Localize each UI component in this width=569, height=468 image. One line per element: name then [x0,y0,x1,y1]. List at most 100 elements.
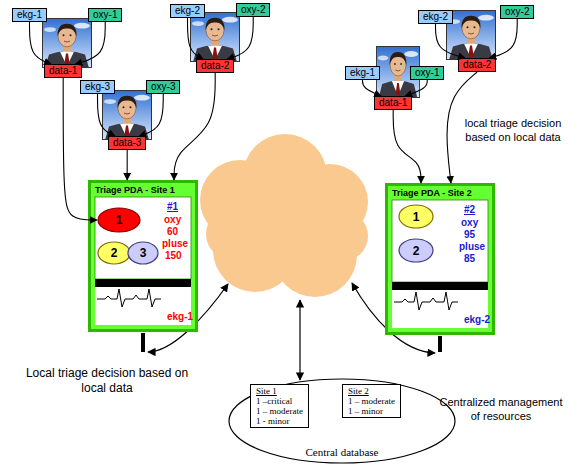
node-text: Triage PDA - Site 2 [392,188,472,198]
text-holder: #1 [167,201,178,213]
node-text: data-2 [201,60,229,71]
data-box: data-2 [196,59,234,73]
network-link [299,300,300,380]
text-holder: oxy [461,217,478,229]
node-text: 2 [111,246,118,260]
text-holder: Site 1 [256,386,303,396]
node-text: data-1 [49,65,77,76]
node-text: oxy-2 [505,6,529,17]
text-holder: oxy-2 [241,4,265,16]
data-flow-arrow [174,73,215,180]
node-text: ekg-2 [175,5,200,16]
text-holder: ekg-3 [85,81,110,93]
network-cloud [200,134,368,297]
database-ellipse: Central databaseSite 11 –critical1 – mod… [228,378,456,464]
node-text: 60 [167,226,178,237]
data-flow-arrow [436,24,465,58]
node-text: oxy-3 [151,81,175,92]
node-text: #2 [464,204,475,215]
ekg-box: ekg-3 [80,80,115,94]
ekg-box: ekg-2 [170,4,205,18]
node-text: 1 – moderate [348,396,395,406]
data-flow-arrow [363,80,381,96]
node-text: data-1 [379,97,407,108]
data-flow-arrow [447,72,477,183]
node-text: data-2 [463,59,491,70]
text-holder: pluse [459,241,485,253]
note-text: Centralized management of resources [440,396,563,422]
ekg-box: ekg-1 [345,66,380,80]
node-text: 1 [413,210,420,224]
data-flow-arrow [188,18,203,59]
data-flow-arrow [98,94,115,136]
text-holder: Site 2 [348,386,395,396]
node-text: pluse [459,241,485,252]
node-text: Triage PDA - Site 1 [95,185,175,195]
patient-figure [446,10,496,60]
text-holder: ekg-1 [17,9,42,21]
text-holder: ekg-1 [167,311,193,323]
text-holder: oxy-3 [151,81,175,93]
oxy-box: oxy-1 [410,66,444,80]
oxy-box: oxy-2 [236,3,270,17]
node-text: oxy [461,217,478,228]
data-flow-arrow [30,22,51,64]
node-text: ekg-3 [85,81,110,92]
node-text: ekg-1 [167,311,193,322]
data-flow-arrow [75,22,105,64]
node-text: data-3 [113,137,141,148]
node-text: ekg-2 [423,11,448,22]
text-holder: #2 [464,204,475,216]
patient-figure [190,12,240,62]
text-holder: 1 [116,213,123,227]
text-holder: data-2 [201,60,229,72]
oxy-box: oxy-2 [500,5,534,19]
data-box: data-3 [108,136,146,150]
data-flow-arrow [393,110,421,183]
node-text: oxy-2 [241,4,265,15]
patient-figure [42,18,92,68]
node-text: ekg-2 [464,314,490,325]
text-holder: data-2 [463,59,491,71]
node-text: Central database [306,446,379,458]
oxy-box: oxy-1 [88,8,122,22]
text-holder: data-1 [379,97,407,109]
node-text: 1 –critical [256,396,292,406]
text-holder: 1 – minor [348,406,395,416]
node-text: 85 [464,253,475,264]
text-holder: 150 [165,250,182,262]
text-holder: 1 – moderate [256,406,303,416]
text-holder: 1 –critical [256,396,303,406]
node-text: 95 [464,229,475,240]
text-holder: oxy-1 [93,9,117,21]
data-flow-arrow [139,94,163,136]
node-text: 150 [165,250,182,261]
text-holder: oxy-1 [415,67,439,79]
text-holder: 60 [167,226,178,238]
node-text: 3 [140,246,147,260]
node-text: 1 – moderate [256,406,303,416]
text-holder: 85 [464,253,475,265]
text-holder: Triage PDA - Site 2 [392,188,472,199]
text-holder: data-1 [49,65,77,77]
pda-stem [438,336,442,352]
text-holder: data-3 [113,137,141,149]
node-text: ekg-1 [17,9,42,20]
text-holder: pluse [162,238,188,250]
text-holder: oxy [164,214,181,226]
text-holder: 3 [140,246,147,260]
site-table: Site 11 –critical1 – moderate1 - minor [250,384,309,428]
node-text: oxy-1 [93,9,117,20]
text-holder: ekg-2 [175,5,200,17]
triage-pda: Triage PDA - Site 1 #1 oxy60pluse150 ekg-1 1… [88,180,198,332]
text-holder: Central database [228,446,456,459]
priority-circle: 1 [97,207,141,233]
ekg-box: ekg-1 [12,8,47,22]
node-text: #1 [167,201,178,212]
text-holder: Triage PDA - Site 1 [95,185,175,196]
data-flow-arrow [127,150,128,180]
data-box: data-1 [374,96,412,110]
priority-circle: 3 [127,241,159,265]
data-flow-arrow [405,80,427,96]
node-text: 1 – minor [348,406,383,416]
